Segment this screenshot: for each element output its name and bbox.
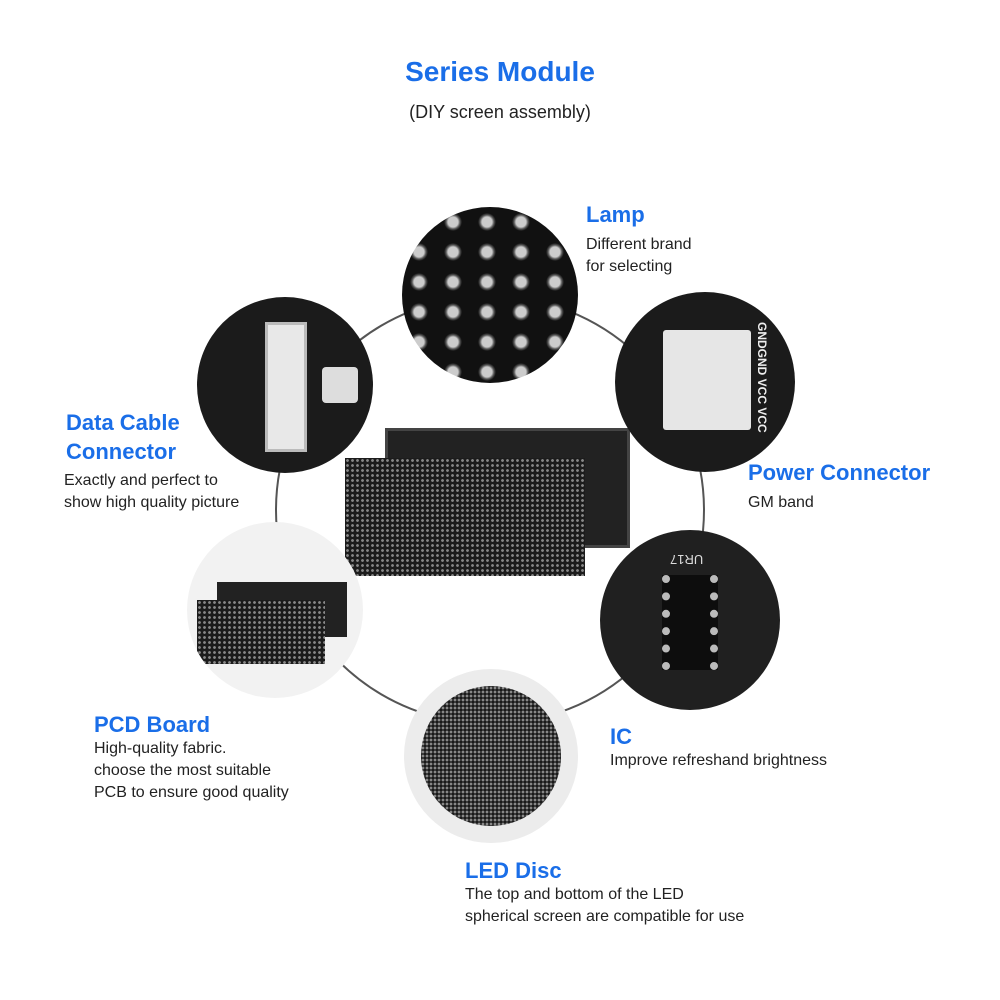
power-connector-image: GNDGND VCC VCC <box>615 292 795 472</box>
power-connector-desc: GM band <box>748 494 814 511</box>
pcd-board-image <box>187 522 363 698</box>
ic-photo-label: UR17 <box>670 552 704 567</box>
pcd-board-title: PCD Board <box>94 712 211 737</box>
power-photo-label: GNDGND VCC VCC <box>755 322 769 433</box>
ic-desc: Improve refreshand brightness <box>610 752 827 769</box>
pcd-desc-line: PCB to ensure good quality <box>94 784 289 801</box>
led-disc-desc: The top and bottom of the LED spherical … <box>465 884 744 928</box>
lamp-desc: Different brand for selecting <box>586 234 692 278</box>
pcd-desc-line: choose the most suitable <box>94 762 271 779</box>
data-cable-desc-line: Exactly and perfect to <box>64 472 218 489</box>
led-disc-desc-line: spherical screen are compatible for use <box>465 908 745 925</box>
center-module-image <box>345 428 630 588</box>
lamp-desc-line: Different brand <box>586 236 692 253</box>
data-cable-desc-line: show high quality picture <box>64 494 240 511</box>
data-cable-title-line: Connector <box>66 439 176 464</box>
ic-title: IC <box>610 724 632 749</box>
led-disc-desc-line: The top and bottom of the LED <box>465 886 684 903</box>
data-cable-desc: Exactly and perfect to show high quality… <box>64 470 239 514</box>
pcd-desc-line: High-quality fabric. <box>94 740 227 757</box>
led-disc-image <box>404 669 578 843</box>
data-cable-title-line: Data Cable <box>66 410 180 435</box>
page-title: Series Module <box>405 56 595 87</box>
data-cable-connector-image <box>197 297 373 473</box>
lamp-title: Lamp <box>586 202 645 227</box>
led-disc-title: LED Disc <box>465 858 562 883</box>
lamp-desc-line: for selecting <box>586 258 673 275</box>
lamp-image <box>402 207 578 383</box>
ic-image: UR17 <box>600 530 780 710</box>
pcd-board-desc: High-quality fabric. choose the most sui… <box>94 738 289 804</box>
data-cable-title: Data Cable Connector <box>66 408 180 466</box>
power-connector-title: Power Connector <box>748 460 931 485</box>
page-subtitle: (DIY screen assembly) <box>409 102 591 122</box>
